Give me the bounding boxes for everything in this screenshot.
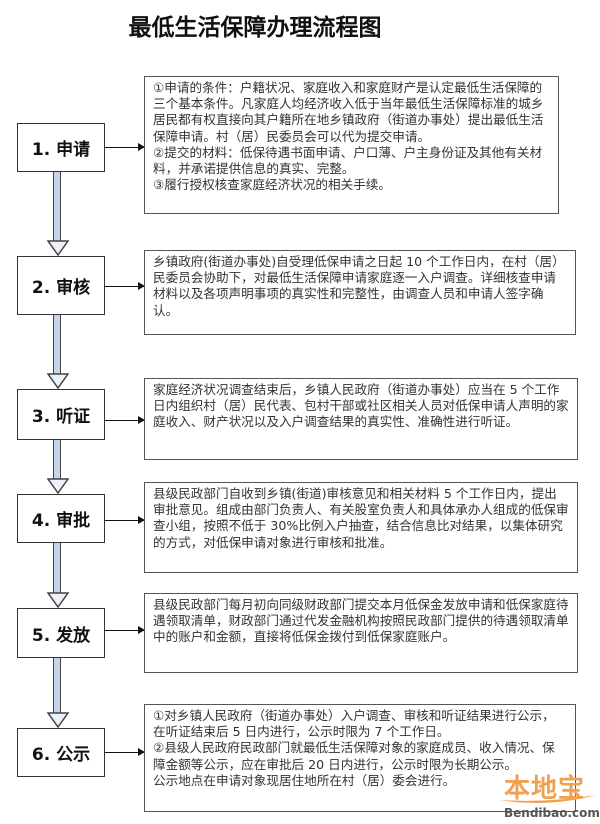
step-2-desc-line-1: 乡镇政府(街道办事处)自受理低保申请之日起 10 个工作日内，在村（居）民委员会… bbox=[153, 254, 565, 318]
arrow-right-icon bbox=[105, 143, 145, 151]
step-6-desc-line-3: 公示地点在申请对象现居住地所在村（居）委会进行。 bbox=[153, 772, 456, 788]
step-1-description: ①申请的条件：户籍状况、家庭收入和家庭财产是认定最低生活保障的三个基本条件。凡家… bbox=[144, 76, 559, 214]
step-6-label: 6. 公示 bbox=[31, 745, 91, 765]
step-4-box: 4. 审批 bbox=[17, 494, 105, 543]
step-5-desc-line-1: 县级民政部门每月初向同级财政部门提交本月低保金发放申请和低保家庭待遇领取清单，财… bbox=[153, 597, 569, 645]
step-3-description: 家庭经济状况调查结束后，乡镇人民政府（街道办事处）应当在 5 个工作日内组织村（… bbox=[144, 378, 578, 460]
step-5-box: 5. 发放 bbox=[17, 608, 105, 658]
arrow-right-icon bbox=[105, 416, 145, 424]
arrow-down-icon bbox=[47, 440, 69, 494]
arrow-down-icon bbox=[47, 543, 69, 608]
step-4-desc-line-1: 县级民政部门自收到乡镇(街道)审核意见和相关材料 5 个工作日内，提出审批意见。… bbox=[153, 486, 569, 550]
watermark-en: Bendibao.com bbox=[504, 806, 600, 820]
step-2-description: 乡镇政府(街道办事处)自受理低保申请之日起 10 个工作日内，在村（居）民委员会… bbox=[144, 250, 576, 335]
arrow-right-icon bbox=[105, 282, 145, 290]
page-title: 最低生活保障办理流程图 bbox=[128, 14, 382, 41]
arrow-down-icon bbox=[47, 315, 69, 389]
step-6-desc-line-1: ①对乡镇人民政府（街道办事处）入户调查、审核和听证结果进行公示，在听证结束后 5… bbox=[153, 708, 555, 740]
arrow-right-icon bbox=[105, 626, 145, 634]
arrow-down-icon bbox=[47, 172, 69, 256]
step-1-label: 1. 申请 bbox=[31, 140, 91, 160]
step-2-label: 2. 审核 bbox=[31, 278, 91, 298]
step-2-box: 2. 审核 bbox=[17, 256, 105, 315]
arrow-down-icon bbox=[47, 658, 69, 728]
step-4-description: 县级民政部门自收到乡镇(街道)审核意见和相关材料 5 个工作日内，提出审批意见。… bbox=[144, 482, 578, 573]
step-3-label: 3. 听证 bbox=[31, 407, 91, 427]
step-1-desc-line-2: ②提交的材料：低保待遇书面申请、户口薄、户主身份证及其他有关材料，并承诺提供信息… bbox=[153, 144, 543, 177]
step-6-desc-line-2: ②县级人民政府民政部门就最低生活保障对象的家庭成员、收入情况、保障金额等公示，应… bbox=[153, 740, 555, 772]
arrow-right-icon bbox=[105, 748, 145, 756]
step-3-box: 3. 听证 bbox=[17, 389, 105, 440]
step-4-label: 4. 审批 bbox=[31, 511, 91, 531]
step-5-description: 县级民政部门每月初向同级财政部门提交本月低保金发放申请和低保家庭待遇领取清单，财… bbox=[144, 593, 578, 673]
watermark-logo: 本地宝 Bendibao.com bbox=[498, 768, 600, 824]
step-3-desc-line-1: 家庭经济状况调查结束后，乡镇人民政府（街道办事处）应当在 5 个工作日内组织村（… bbox=[153, 382, 569, 430]
arrow-right-icon bbox=[105, 516, 145, 524]
step-1-box: 1. 申请 bbox=[17, 123, 105, 172]
step-6-description: ①对乡镇人民政府（街道办事处）入户调查、审核和听证结果进行公示，在听证结束后 5… bbox=[144, 704, 576, 812]
step-1-desc-line-3: ③履行授权核查家庭经济状况的相关手续。 bbox=[153, 177, 391, 193]
step-1-desc-line-1: ①申请的条件：户籍状况、家庭收入和家庭财产是认定最低生活保障的三个基本条件。凡家… bbox=[153, 80, 544, 144]
step-5-label: 5. 发放 bbox=[31, 625, 91, 646]
swoosh-icon bbox=[500, 795, 596, 804]
step-6-box: 6. 公示 bbox=[17, 728, 105, 777]
